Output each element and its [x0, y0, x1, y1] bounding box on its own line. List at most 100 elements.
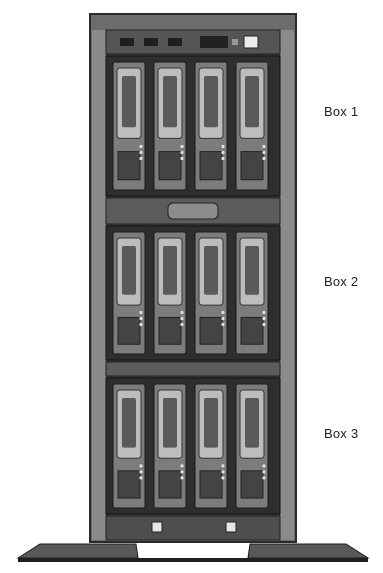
foot-shadow [18, 558, 368, 562]
drive-latch-slot [245, 398, 259, 448]
bottom-lock-left [151, 521, 163, 533]
drive-latch-slot [204, 76, 218, 128]
drive-latch-slot [122, 246, 136, 295]
drive-grille [240, 316, 264, 345]
status-led [221, 150, 225, 155]
vent-strip-1-handle [167, 202, 219, 220]
drive-grille [117, 151, 141, 181]
status-led [262, 144, 266, 149]
foot-right [247, 543, 370, 559]
status-led [139, 464, 143, 468]
drive-bay [235, 383, 269, 509]
drive-latch-slot [204, 246, 218, 295]
status-led [262, 476, 266, 480]
power-button [243, 35, 259, 49]
drive-grille [240, 151, 264, 181]
usb-port-3 [168, 38, 182, 46]
status-led [139, 470, 143, 474]
drive-cages [105, 55, 281, 515]
drive-bay [153, 383, 187, 509]
drive-bay [153, 231, 187, 355]
box-1-label: Box 1 [324, 104, 359, 119]
id-indicator [232, 39, 238, 45]
drive-grille [117, 470, 141, 499]
drive-latch-slot [245, 246, 259, 295]
drive-latch-slot [245, 76, 259, 128]
status-led [139, 144, 143, 149]
status-led [139, 316, 143, 321]
status-led [180, 150, 184, 155]
drive-latch-slot [122, 76, 136, 128]
drive-bay [235, 61, 269, 191]
status-led [180, 322, 184, 327]
status-led [221, 316, 225, 321]
drive-grille [117, 316, 141, 345]
status-led [139, 150, 143, 155]
box-2-label: Box 2 [324, 274, 359, 289]
status-led [221, 310, 225, 315]
status-led [221, 144, 225, 149]
drive-bay [235, 231, 269, 355]
status-led [139, 310, 143, 315]
status-led [180, 476, 184, 480]
chassis-right-rail [280, 30, 294, 540]
box-3-label: Box 3 [324, 426, 359, 441]
drive-bay [112, 231, 146, 355]
drive-bay [112, 61, 146, 191]
drive-cage-1 [105, 55, 281, 197]
status-led [262, 470, 266, 474]
status-led [262, 464, 266, 468]
drive-grille [240, 470, 264, 499]
status-led [262, 322, 266, 327]
drive-latch-slot [163, 76, 177, 128]
status-led [221, 464, 225, 468]
foot-left [16, 543, 139, 559]
drive-grille [158, 470, 182, 499]
status-led [180, 464, 184, 468]
usb-port-1 [120, 38, 134, 46]
status-led [221, 322, 225, 327]
usb-port-2 [144, 38, 158, 46]
drive-latch-slot [204, 398, 218, 448]
drive-grille [199, 151, 223, 181]
status-led [262, 156, 266, 161]
vent-strip-2-body [105, 361, 281, 377]
status-led [139, 476, 143, 480]
drive-latch-slot [163, 246, 177, 295]
bottom-lock-right [225, 521, 237, 533]
status-led [262, 316, 266, 321]
drive-bay [194, 231, 228, 355]
status-led [180, 144, 184, 149]
drive-grille [199, 316, 223, 345]
status-led-panel [200, 36, 228, 48]
status-led [262, 150, 266, 155]
vent-strip-2 [105, 361, 281, 377]
bottom-panel [105, 515, 281, 541]
drive-bay [194, 383, 228, 509]
control-panel [105, 29, 281, 55]
chassis-left-rail [92, 30, 106, 540]
stand-feet [16, 543, 370, 562]
bottom-bezel [105, 515, 281, 541]
status-led [180, 316, 184, 321]
drive-bay [153, 61, 187, 191]
drive-bay [112, 383, 146, 509]
drive-grille [158, 151, 182, 181]
status-led [139, 322, 143, 327]
status-led [180, 156, 184, 161]
drive-cage-2 [105, 225, 281, 361]
status-led [262, 310, 266, 315]
drive-grille [199, 470, 223, 499]
status-led [180, 470, 184, 474]
drive-latch-slot [122, 398, 136, 448]
status-led [221, 476, 225, 480]
status-led [180, 310, 184, 315]
drive-bay [194, 61, 228, 191]
status-led [221, 156, 225, 161]
vent-strip-1 [105, 197, 281, 225]
drive-latch-slot [163, 398, 177, 448]
drive-cage-3 [105, 377, 281, 515]
drive-grille [158, 316, 182, 345]
status-led [139, 156, 143, 161]
